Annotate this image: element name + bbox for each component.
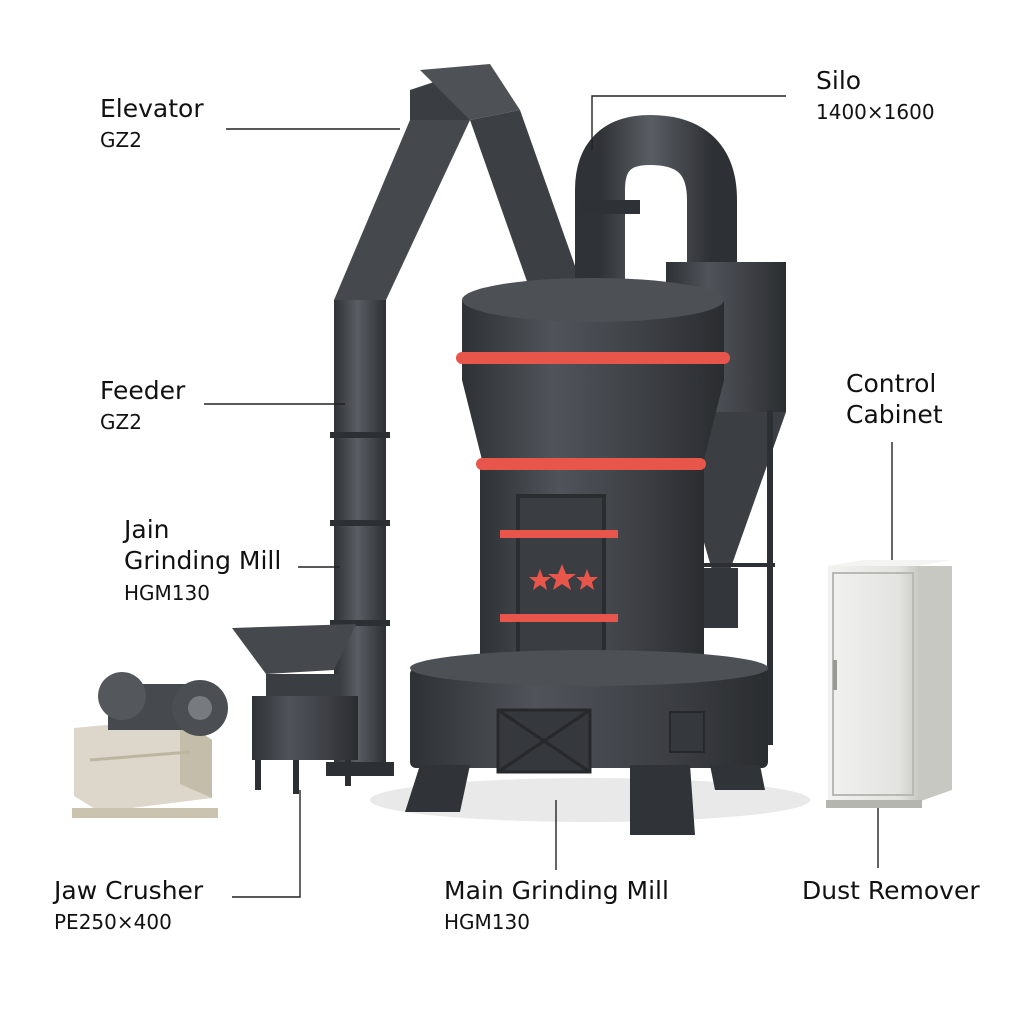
label-main-grinding-mill: Main Grinding Mill HGM130 [444, 876, 669, 934]
label-jaw-crusher: Jaw Crusher PE250×400 [54, 876, 203, 934]
silo-model: 1400×1600 [816, 100, 935, 124]
jaw-crusher-model: PE250×400 [54, 910, 203, 934]
red-band-middle [476, 458, 706, 470]
main-mill-name: Main Grinding Mill [444, 876, 669, 906]
jaw-crusher-machine [72, 672, 228, 818]
control-cabinet-name: Control Cabinet [846, 368, 943, 431]
label-feeder: Feeder GZ2 [100, 376, 185, 434]
elevator-name: Elevator [100, 94, 204, 124]
label-control-cabinet: Control Cabinet [846, 368, 943, 431]
elevator-model: GZ2 [100, 128, 204, 152]
jain-mill-model: HGM130 [124, 581, 281, 605]
label-elevator: Elevator GZ2 [100, 94, 204, 152]
main-mill-model: HGM130 [444, 910, 669, 934]
feeder-model: GZ2 [100, 410, 185, 434]
silo-name: Silo [816, 66, 935, 96]
dust-remover-name: Dust Remover [802, 876, 980, 906]
label-silo: Silo 1400×1600 [816, 66, 935, 124]
red-band-top [456, 352, 730, 364]
label-jain-grinding-mill: Jain Grinding Mill HGM130 [124, 514, 281, 605]
label-dust-remover: Dust Remover [802, 876, 980, 906]
leader-jaw-crusher [232, 790, 300, 897]
jaw-crusher-name: Jaw Crusher [54, 876, 203, 906]
control-cabinet-machine [826, 560, 952, 808]
feeder-name: Feeder [100, 376, 185, 406]
jain-mill-name: Jain Grinding Mill [124, 514, 281, 577]
